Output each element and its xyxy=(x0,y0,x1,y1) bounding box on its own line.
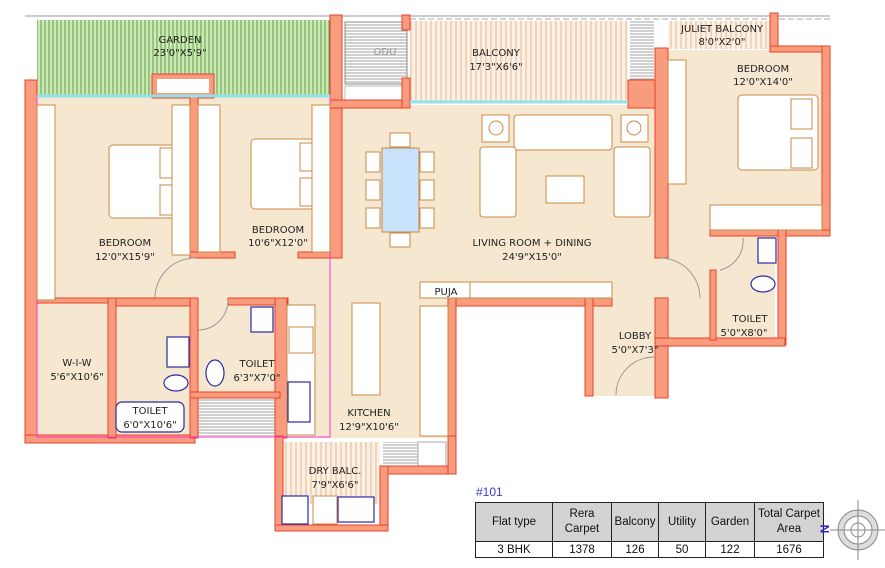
washing-machine-icon xyxy=(281,495,309,525)
bedroom1-size: 12'0"X15'9" xyxy=(95,252,155,263)
toilet3-size: 5'0"X8'0" xyxy=(721,328,768,339)
header-cell: Rera Carpet xyxy=(552,502,612,542)
main-door-swing xyxy=(615,356,655,396)
balcony-label: BALCONY xyxy=(472,48,521,59)
header-cell: Balcony xyxy=(611,502,659,542)
washbasin-icon xyxy=(757,237,777,264)
bedroom2-label: BEDROOM xyxy=(252,225,304,236)
kitchen-size: 12'9"X10'6" xyxy=(339,422,399,433)
table-header-row: Flat type Rera Carpet Balcony Utility Ga… xyxy=(475,502,824,542)
sofa-icon xyxy=(479,114,651,218)
dry-balcony-size: 7'9"X6'6" xyxy=(312,480,359,491)
header-cell: Total Carpet Area xyxy=(754,502,824,542)
cell: 122 xyxy=(705,541,755,558)
north-label: N xyxy=(817,524,832,534)
bedroom1-label: BEDROOM xyxy=(99,238,151,249)
header-cell: Utility xyxy=(658,502,706,542)
balcony-area xyxy=(410,21,628,103)
wc-icon xyxy=(163,374,189,392)
dining-table-icon xyxy=(365,132,435,248)
cell: 1676 xyxy=(754,541,824,558)
room-labels: GARDEN 23'0"X5'9" ODU BALCONY 17'3"X6'6"… xyxy=(50,24,793,491)
wc-icon xyxy=(205,359,225,387)
kitchen-label: KITCHEN xyxy=(347,408,390,419)
toilet1-size: 6'0"X10'6" xyxy=(123,420,176,431)
walls xyxy=(24,12,831,532)
flat-number: #101 xyxy=(476,485,503,499)
toilet3-label: TOILET xyxy=(732,314,769,325)
odu-unit xyxy=(344,21,408,85)
stove-icon xyxy=(288,326,314,354)
balcony-size: 17'3"X6'6" xyxy=(469,62,522,73)
table-row: 3 BHK 1378 126 50 122 1676 xyxy=(475,541,824,558)
cell: 126 xyxy=(611,541,659,558)
wardrobe xyxy=(36,104,56,301)
juliet-balcony-size: 8'0"X2'0" xyxy=(699,37,746,48)
bedroom2-size: 10'6"X12'0" xyxy=(248,238,308,249)
toilet2-label: TOILET xyxy=(239,359,276,370)
juliet-balcony-area xyxy=(668,21,771,49)
dry-balcony-label: DRY BALC. xyxy=(309,466,362,477)
sink-icon xyxy=(287,381,311,423)
door-swing xyxy=(154,257,196,299)
bed-icon xyxy=(737,94,819,171)
lobby-label: LOBBY xyxy=(619,331,652,342)
juliet-balcony-label: JULIET BALCONY xyxy=(680,24,764,35)
garden-label: GARDEN xyxy=(158,35,201,46)
odu-label: ODU xyxy=(374,47,397,58)
lobby-size: 5'0"X7'3" xyxy=(612,345,659,356)
compass-icon xyxy=(830,500,885,560)
wc-icon xyxy=(750,275,776,293)
washbasin-icon xyxy=(166,336,190,368)
cell: 50 xyxy=(658,541,706,558)
area-table: Flat type Rera Carpet Balcony Utility Ga… xyxy=(475,502,824,558)
washbasin-icon xyxy=(250,306,274,333)
bedroom3-size: 12'0"X14'0" xyxy=(733,77,793,88)
living-size: 24'9"X15'0" xyxy=(502,252,562,263)
bedroom3-label: BEDROOM xyxy=(737,64,789,75)
cell: 3 BHK xyxy=(475,541,553,558)
sink-icon xyxy=(337,496,375,523)
wiw-size: 5'6"X10'6" xyxy=(50,372,103,383)
dry-balcony-area xyxy=(282,442,380,504)
header-cell: Flat type xyxy=(475,502,553,542)
toilet1-label: TOILET xyxy=(132,406,169,417)
garden-size: 23'0"X5'9" xyxy=(153,48,206,59)
puja-label: PUJA xyxy=(435,287,458,298)
bathtub-icon xyxy=(115,401,185,433)
living-label: LIVING ROOM + DINING xyxy=(472,238,591,249)
header-cell: Garden xyxy=(705,502,755,542)
cell: 1378 xyxy=(552,541,612,558)
toilet2-size: 6'3"X7'0" xyxy=(234,373,281,384)
wiw-label: W-I-W xyxy=(62,358,91,369)
